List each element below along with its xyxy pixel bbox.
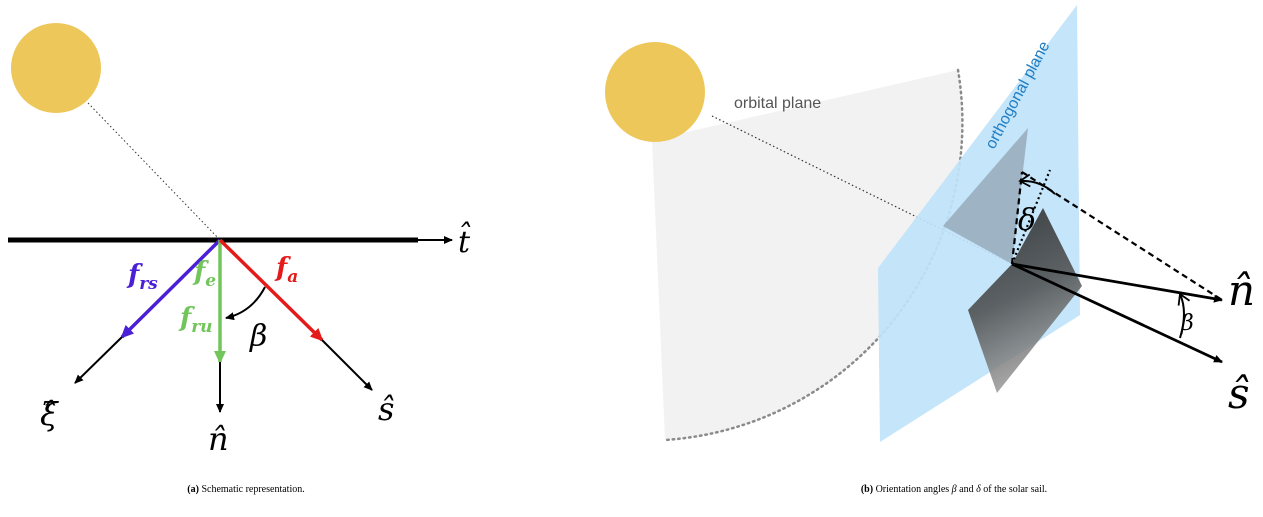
beta-label-a: β [249,319,267,354]
panel-b: orbital plane orthogonal plane δ n̂ ŝ β … [605,5,1255,495]
f-a-label: fa [274,253,298,287]
s-hat-arrow-a [321,339,373,391]
f-e-label: fe [192,257,216,291]
beta-arc-b [1177,292,1191,339]
caption-a: (a) Schematic representation. [187,484,304,495]
xi-hat-label: ξ̂ [40,395,59,433]
f-a-arrow [218,238,324,342]
delta-label: δ [1018,203,1036,238]
caption-b: (b) Orientation angles β and δ of the so… [861,484,1047,495]
n-hat-label-a: n̂ [208,420,229,458]
t-hat-label: t̂ [458,221,471,260]
f-ru-label: fru [178,303,213,337]
sun-a [11,23,101,113]
dashed-line-1 [1010,171,1024,265]
orbital-plane-label: orbital plane [734,95,821,112]
dotted-line [1010,169,1052,265]
xi-hat-arrow [74,336,123,384]
f-rs-label: frs [126,260,158,294]
panel-a: t̂ frs ξ̂ fe fru n̂ fa ŝ β (a) Schematic… [8,23,471,495]
beta-label-b: β [1180,311,1194,336]
solar-sail-upper [943,128,1028,264]
solar-sail [968,208,1082,393]
delta-arc [1018,173,1056,195]
f-rs-arrow [120,238,222,339]
sun-b [605,42,705,142]
s-hat-label-a: ŝ [378,390,394,428]
beta-arc-a [225,286,266,321]
s-hat-label-b: ŝ [1228,369,1250,418]
sun-ray-a [87,102,221,241]
s-hat-arrow-b [1011,262,1223,364]
orbital-plane [652,70,963,440]
n-hat-label-b: n̂ [1228,266,1255,315]
